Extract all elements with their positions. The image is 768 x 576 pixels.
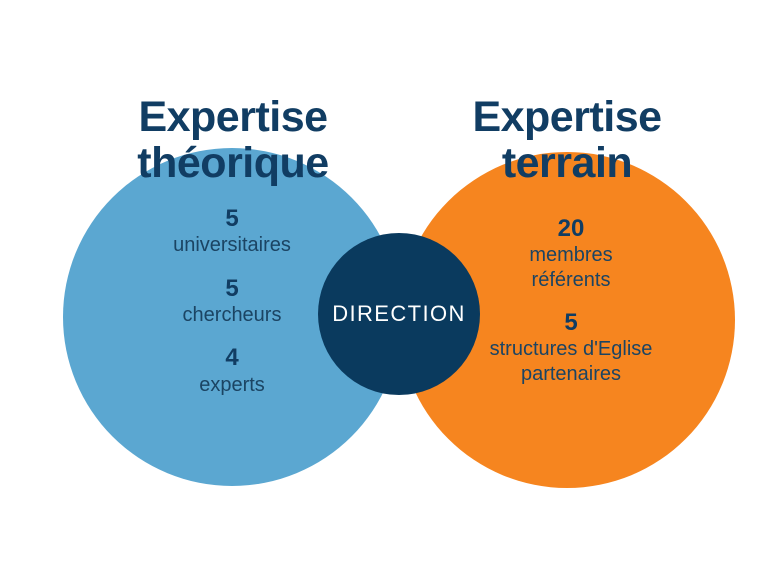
right-circle-stats: 20 membres référents 5 structures d'Egli… <box>452 214 690 386</box>
stat-label-line: référents <box>531 268 611 291</box>
stat-number: 5 <box>564 309 578 337</box>
stat-label-line: chercheurs <box>182 303 282 326</box>
right-circle-title-line2: terrain <box>501 139 633 187</box>
stat-label: universitaires <box>113 233 351 257</box>
stat-label-line: partenaires <box>520 362 622 385</box>
center-circle-direction: DIRECTION <box>318 233 480 395</box>
stat-item: 5 structures d'Eglise partenaires <box>452 308 690 386</box>
stat-number: 4 <box>225 344 239 372</box>
left-circle-stats: 5 universitaires 5 chercheurs 4 experts <box>113 204 351 397</box>
stat-label: experts <box>113 373 351 397</box>
right-circle-title: Expertise terrain <box>432 94 702 186</box>
center-circle-label: DIRECTION <box>332 301 466 326</box>
left-circle-title-line2: théorique <box>137 139 329 187</box>
right-circle-title-line1: Expertise <box>472 93 662 141</box>
stat-number: 20 <box>557 215 585 242</box>
stat-number: 5 <box>225 274 239 302</box>
stat-number: 5 <box>225 205 239 232</box>
stat-label-line: membres <box>529 244 613 267</box>
stat-item: 4 experts <box>113 343 351 397</box>
left-circle-title: Expertise théorique <box>98 94 368 186</box>
stat-label-line: structures d'Eglise <box>489 338 653 361</box>
left-circle-title-line1: Expertise <box>138 93 328 141</box>
stat-item: 5 universitaires <box>113 204 351 258</box>
stat-item: 5 chercheurs <box>113 274 351 328</box>
stat-label-line: experts <box>199 373 265 396</box>
stat-label-line: universitaires <box>173 234 291 257</box>
stat-item: 20 membres référents <box>452 214 690 292</box>
stat-label: structures d'Eglise partenaires <box>452 337 690 386</box>
stat-label: chercheurs <box>113 303 351 327</box>
stat-label: membres référents <box>452 243 690 292</box>
